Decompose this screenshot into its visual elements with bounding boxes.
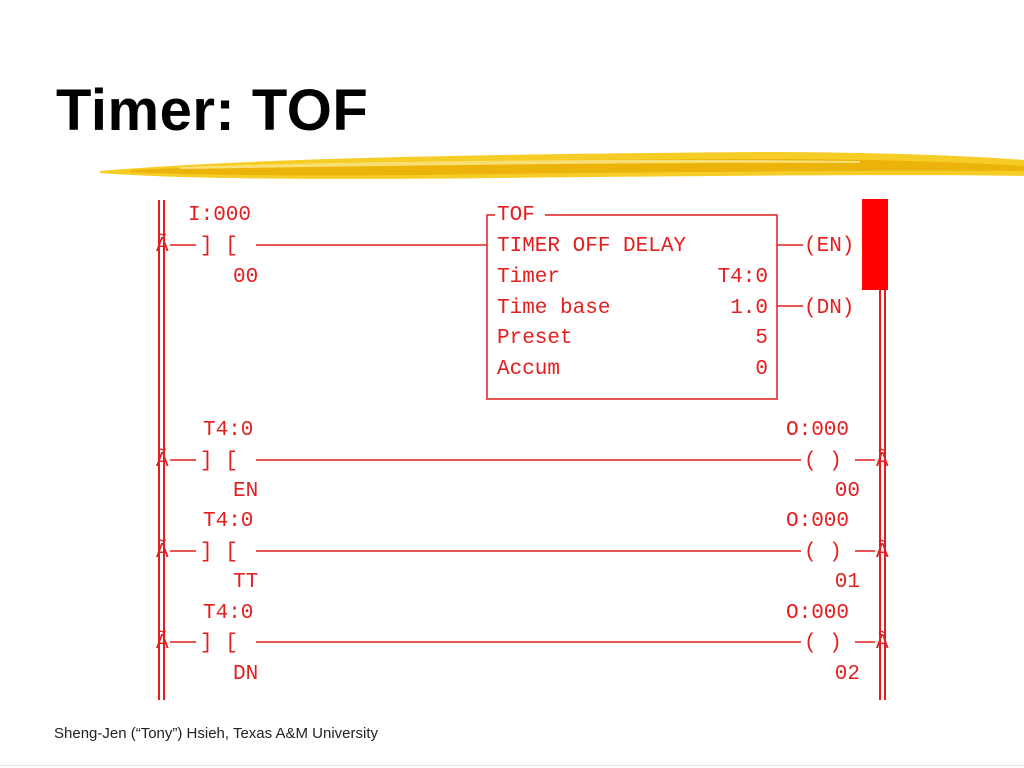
contact-marker: Ã: [156, 448, 169, 473]
rung-3: T4:0 O:000 Ã ] [ ( ) Ã TT 01: [156, 510, 889, 594]
timer-value: T4:0: [718, 266, 768, 289]
contact-symbol: ] [: [200, 632, 238, 655]
accum-label: Accum: [497, 358, 560, 381]
output-address: O:000: [786, 419, 849, 442]
slide-footer: Sheng-Jen (“Tony”) Hsieh, Texas A&M Univ…: [54, 725, 379, 742]
contact-bit: DN: [233, 663, 258, 686]
end-marker: Ã: [876, 539, 889, 564]
preset-label: Preset: [497, 327, 573, 350]
output-bit: 00: [835, 480, 860, 503]
tof-block: TOF TIMER OFF DELAY Timer T4:0 Time base…: [486, 204, 778, 400]
output-coil: ( ): [804, 450, 842, 473]
contact-address: T4:0: [203, 510, 253, 533]
contact-address: T4:0: [203, 602, 253, 625]
yellow-brush-stroke: [100, 152, 1024, 179]
end-marker: Ã: [876, 630, 889, 655]
time-base-label: Time base: [497, 297, 610, 320]
contact-marker: Ã: [156, 630, 169, 655]
block-name: TIMER OFF DELAY: [497, 235, 686, 258]
contact-bit: TT: [233, 571, 258, 594]
output-address: O:000: [786, 510, 849, 533]
accum-value: 0: [755, 358, 768, 381]
preset-value: 5: [755, 327, 768, 350]
enable-output: (EN): [804, 235, 854, 258]
contact-symbol: ] [: [200, 541, 238, 564]
input-address: I:000: [188, 204, 251, 227]
contact-symbol: ] [: [200, 450, 238, 473]
contact-symbol: ] [: [200, 235, 238, 258]
contact-bit: EN: [233, 480, 258, 503]
left-power-rail: [158, 200, 165, 700]
time-base-value: 1.0: [730, 297, 768, 320]
timer-label: Timer: [497, 266, 560, 289]
rail-highlight-marker: [862, 199, 888, 290]
output-bit: 02: [835, 663, 860, 686]
rung-2: T4:0 O:000 Ã ] [ ( ) Ã EN 00: [156, 419, 889, 503]
input-bit: 00: [233, 266, 258, 289]
output-coil: ( ): [804, 541, 842, 564]
rung-4: T4:0 O:000 Ã ] [ ( ) Ã DN 02: [156, 602, 889, 686]
output-address: O:000: [786, 602, 849, 625]
output-coil: ( ): [804, 632, 842, 655]
bottom-divider: [0, 765, 1024, 766]
contact-address: T4:0: [203, 419, 253, 442]
end-marker: Ã: [876, 448, 889, 473]
contact-marker: Ã: [156, 539, 169, 564]
rung-1: I:000 Ã ] [ 00 TOF TIMER OFF DELAY Timer…: [156, 204, 854, 400]
block-instruction: TOF: [497, 204, 535, 227]
done-output: (DN): [804, 297, 854, 320]
slide-title: Timer: TOF: [56, 78, 369, 143]
contact-marker: Ã: [156, 233, 169, 258]
output-bit: 01: [835, 571, 860, 594]
